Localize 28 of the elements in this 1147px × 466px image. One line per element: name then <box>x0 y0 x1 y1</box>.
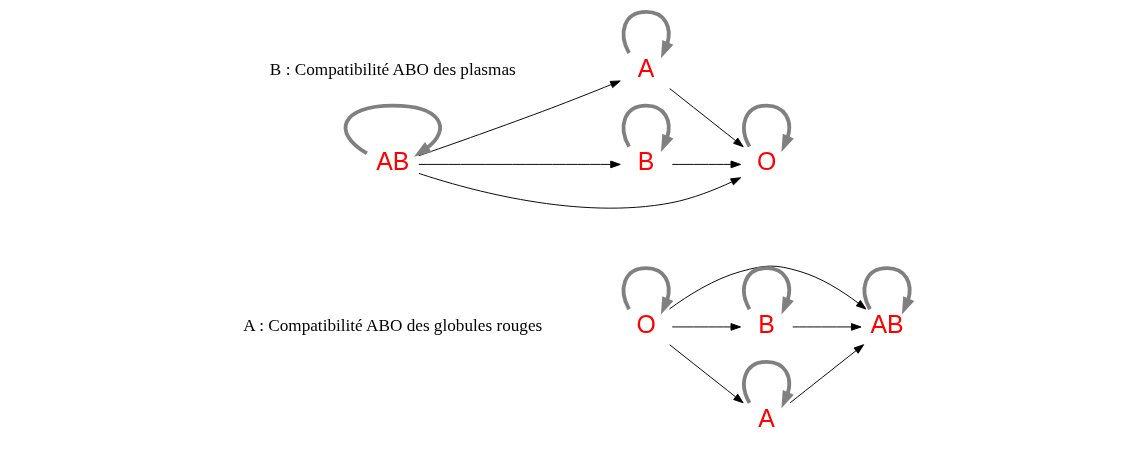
node-text: O <box>756 148 777 176</box>
arrow <box>792 323 862 331</box>
node-text: B <box>758 310 775 338</box>
arrow <box>621 10 674 59</box>
node-text: AB <box>870 310 904 338</box>
arrow <box>418 172 742 209</box>
arrow <box>789 344 865 404</box>
arrow <box>343 103 442 157</box>
arrow <box>742 266 794 315</box>
arrow <box>742 359 794 409</box>
arrow <box>669 344 744 404</box>
node-text: B <box>637 148 655 176</box>
label: B : Compatibilité ABO des plasmas <box>269 59 516 79</box>
arrow <box>742 103 794 152</box>
node-text: A <box>637 54 655 82</box>
arrow <box>418 160 621 169</box>
label: A : Compatibilité ABO des globules rouges <box>243 316 543 336</box>
arrow <box>668 265 867 310</box>
node-text: AB <box>376 148 410 176</box>
node-text: A <box>758 404 775 432</box>
arrow <box>621 266 674 315</box>
arrow <box>671 323 742 331</box>
arrow <box>671 160 742 169</box>
arrow <box>669 88 744 148</box>
arrow <box>621 103 674 152</box>
arrow <box>862 266 915 315</box>
node-text: O <box>636 310 656 338</box>
arrow <box>418 80 621 157</box>
